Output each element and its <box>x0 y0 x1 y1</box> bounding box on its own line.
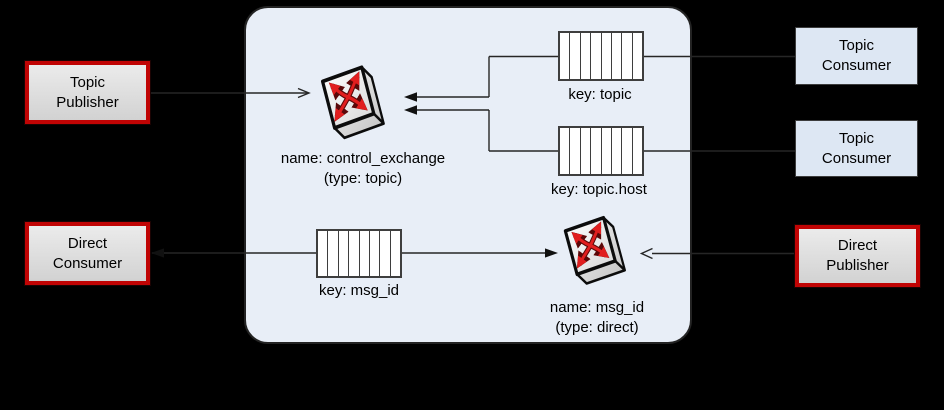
queue-cell <box>570 33 581 79</box>
direct-exchange-type-label: (type: direct) <box>555 319 639 336</box>
topic-consumer-2-label-line2: Consumer <box>821 149 892 167</box>
direct-publisher-label-line1: Direct <box>837 237 878 254</box>
queue-topic-icon <box>558 31 644 81</box>
queue-cell <box>622 33 633 79</box>
direct-exchange-name-label: name: msg_id <box>549 299 645 316</box>
queue-cell <box>580 128 592 174</box>
queue-cell <box>601 128 612 174</box>
topic-publisher-node: Topic Publisher <box>25 61 150 124</box>
queue-cell <box>560 33 571 79</box>
control-exchange-name-label: name: control_exchange <box>280 150 446 167</box>
queue-cell <box>591 33 602 79</box>
queue-cell <box>580 33 592 79</box>
topic-consumer-1-label-line1: Topic <box>838 37 875 54</box>
queue-topic-host-label: key: topic.host <box>551 181 647 198</box>
queue-cell <box>611 128 623 174</box>
direct-consumer-label-line1: Direct <box>67 234 108 252</box>
topic-publisher-label-line2: Publisher <box>56 93 119 111</box>
queue-topic-label: key: topic <box>568 86 632 103</box>
queue-cell <box>601 33 612 79</box>
queue-cell <box>591 128 602 174</box>
direct-consumer-label-line2: Consumer <box>52 254 123 272</box>
direct-publisher-label-line2: Publisher <box>826 257 889 274</box>
topic-consumer-1-node: Topic Consumer <box>795 27 918 85</box>
queue-cell <box>369 231 381 276</box>
queue-topic-host-icon <box>558 126 644 176</box>
queue-cell <box>622 128 633 174</box>
queue-msg-id-label: key: msg_id <box>318 282 400 299</box>
queue-cell <box>632 33 642 79</box>
topic-publisher-label-line1: Topic <box>69 73 106 91</box>
control-exchange-type-label: (type: topic) <box>323 170 403 187</box>
queue-cell <box>390 231 400 276</box>
queue-msg-id-icon <box>316 229 402 278</box>
queue-cell <box>380 231 391 276</box>
direct-consumer-node: Direct Consumer <box>25 222 150 285</box>
topic-consumer-2-label-line1: Topic <box>838 129 875 147</box>
queue-cell <box>359 231 370 276</box>
queue-cell <box>560 128 571 174</box>
queue-cell <box>318 231 329 276</box>
queue-cell <box>611 33 623 79</box>
queue-cell <box>632 128 642 174</box>
topic-consumer-2-node: Topic Consumer <box>795 120 918 177</box>
queue-cell <box>338 231 350 276</box>
queue-cell <box>570 128 581 174</box>
direct-publisher-node: Direct Publisher <box>795 225 920 287</box>
queue-cell <box>349 231 360 276</box>
direct-exchange-icon <box>557 209 631 293</box>
queue-cell <box>328 231 339 276</box>
topic-consumer-1-label-line2: Consumer <box>821 57 892 74</box>
topic-exchange-icon <box>314 58 390 148</box>
